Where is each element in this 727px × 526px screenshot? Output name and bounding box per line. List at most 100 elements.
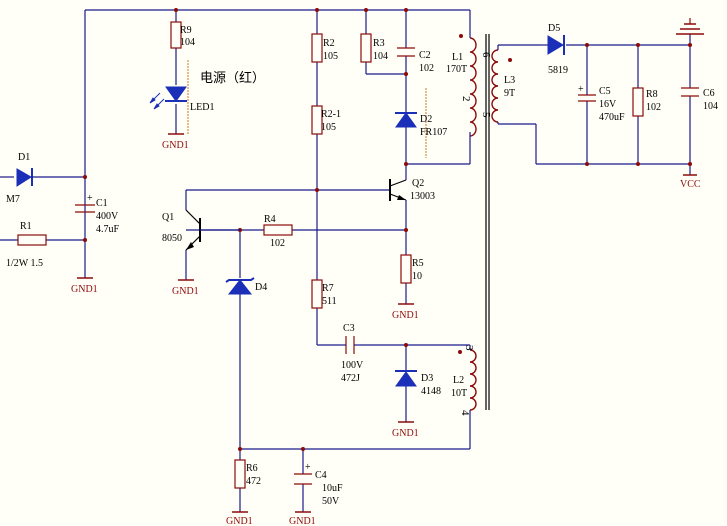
transformer-core [485,34,490,410]
resistor-r3: R3 104 [360,33,388,63]
svg-text:102: 102 [419,63,434,74]
svg-text:105: 105 [321,122,336,133]
svg-text:D1: D1 [18,152,30,163]
ground-d3: GND1 [392,421,419,439]
svg-text:D5: D5 [548,23,560,34]
wires [0,9,691,512]
junction-dots [83,8,692,451]
svg-text:10T: 10T [451,388,467,399]
capacitor-c4: + C4 10uF 50V [294,462,343,507]
ground-c4: GND1 [289,511,316,526]
svg-text:M7: M7 [6,194,20,205]
svg-text:9T: 9T [504,88,515,99]
svg-text:L1: L1 [452,52,463,63]
resistor-r2: R2 105 [311,33,338,63]
svg-text:GND1: GND1 [172,286,199,297]
led-led1: LED1 电源（红） [149,60,265,134]
svg-text:104: 104 [180,37,195,48]
resistor-r4: R4 102 [263,214,293,249]
ground-led1: GND1 [162,133,189,151]
svg-text:8050: 8050 [162,233,182,244]
svg-text:GND1: GND1 [289,516,316,526]
diode-d1: D1 M7 [6,152,60,205]
resistor-r9: R9 104 [170,21,195,49]
capacitor-c1: + C1 400V 4.7uF [75,193,120,235]
capacitor-c6: C6 104 [681,87,718,112]
transistor-q1: Q1 8050 [162,209,240,251]
svg-text:R2-1: R2-1 [321,109,341,120]
svg-text:L3: L3 [504,75,515,86]
svg-text:100V: 100V [341,360,364,371]
svg-text:R2: R2 [323,38,335,49]
svg-text:C4: C4 [315,470,327,481]
resistor-r2-1: R2-1 105 [311,105,341,135]
svg-text:R8: R8 [646,89,658,100]
svg-text:104: 104 [703,101,718,112]
svg-text:R7: R7 [322,283,334,294]
svg-text:+: + [578,84,584,95]
svg-text:C6: C6 [703,88,715,99]
svg-text:4148: 4148 [421,386,441,397]
svg-text:1/2W 1.5: 1/2W 1.5 [6,258,43,269]
svg-text:472J: 472J [341,373,360,384]
svg-text:D3: D3 [421,373,433,384]
svg-text:105: 105 [323,51,338,62]
svg-text:R3: R3 [373,38,385,49]
svg-text:D2: D2 [420,114,432,125]
ground-r5: GND1 [392,303,419,321]
svg-text:104: 104 [373,51,388,62]
transformer-l2: L2 10T 3 4 [451,345,477,416]
transistor-q2: Q2 13003 [389,178,435,202]
svg-text:GND1: GND1 [392,428,419,439]
svg-text:D4: D4 [255,282,267,293]
svg-text:+: + [87,193,93,204]
svg-text:10: 10 [412,271,422,282]
svg-text:C1: C1 [96,198,108,209]
svg-text:C3: C3 [343,323,355,334]
capacitor-c2: C2 102 [397,47,434,74]
resistor-r7: R7 511 [311,279,337,309]
svg-text:5: 5 [480,112,492,118]
transformer-l1: L1 170T 6 2 [446,34,492,142]
svg-text:3: 3 [463,345,475,351]
ground-r6: GND1 [226,511,253,526]
svg-text:R1: R1 [20,221,32,232]
svg-text:10uF: 10uF [322,483,343,494]
svg-text:+: + [305,462,311,473]
svg-text:L2: L2 [453,375,464,386]
svg-text:50V: 50V [322,496,340,507]
svg-text:GND1: GND1 [392,310,419,321]
svg-text:170T: 170T [446,64,467,75]
zener-d4: D4 [225,277,267,295]
ground-q1: GND1 [172,279,199,297]
svg-text:VCC: VCC [680,179,701,190]
resistor-r6: R6 472 [234,459,261,489]
svg-text:472: 472 [246,476,261,487]
transformer-l3: L3 9T 5 [480,45,515,124]
capacitor-c5: + C5 16V 470uF [578,84,625,123]
diode-d3: D3 4148 [395,370,441,397]
svg-text:2: 2 [460,96,472,102]
svg-text:R4: R4 [264,214,276,225]
resistor-r5: R5 10 [400,254,424,284]
svg-text:电源（红）: 电源（红） [200,70,265,86]
resistor-r1: R1 1/2W 1.5 [6,221,47,269]
svg-text:R9: R9 [180,25,192,36]
svg-text:C2: C2 [419,50,431,61]
svg-text:Q1: Q1 [162,212,174,223]
svg-text:5819: 5819 [548,65,568,76]
svg-text:GND1: GND1 [71,284,98,295]
capacitor-c3: C3 100V 472J [340,323,364,384]
svg-text:GND1: GND1 [226,516,253,526]
resistor-r8: R8 102 [632,87,661,117]
diode-d2: D2 FR107 [395,88,447,158]
svg-text:13003: 13003 [410,191,435,202]
vcc-terminal: VCC [680,174,701,190]
svg-text:Q2: Q2 [412,178,424,189]
svg-text:R6: R6 [246,463,258,474]
svg-text:4.7uF: 4.7uF [96,224,120,235]
svg-text:GND1: GND1 [162,140,189,151]
svg-text:400V: 400V [96,211,119,222]
svg-text:102: 102 [646,102,661,113]
